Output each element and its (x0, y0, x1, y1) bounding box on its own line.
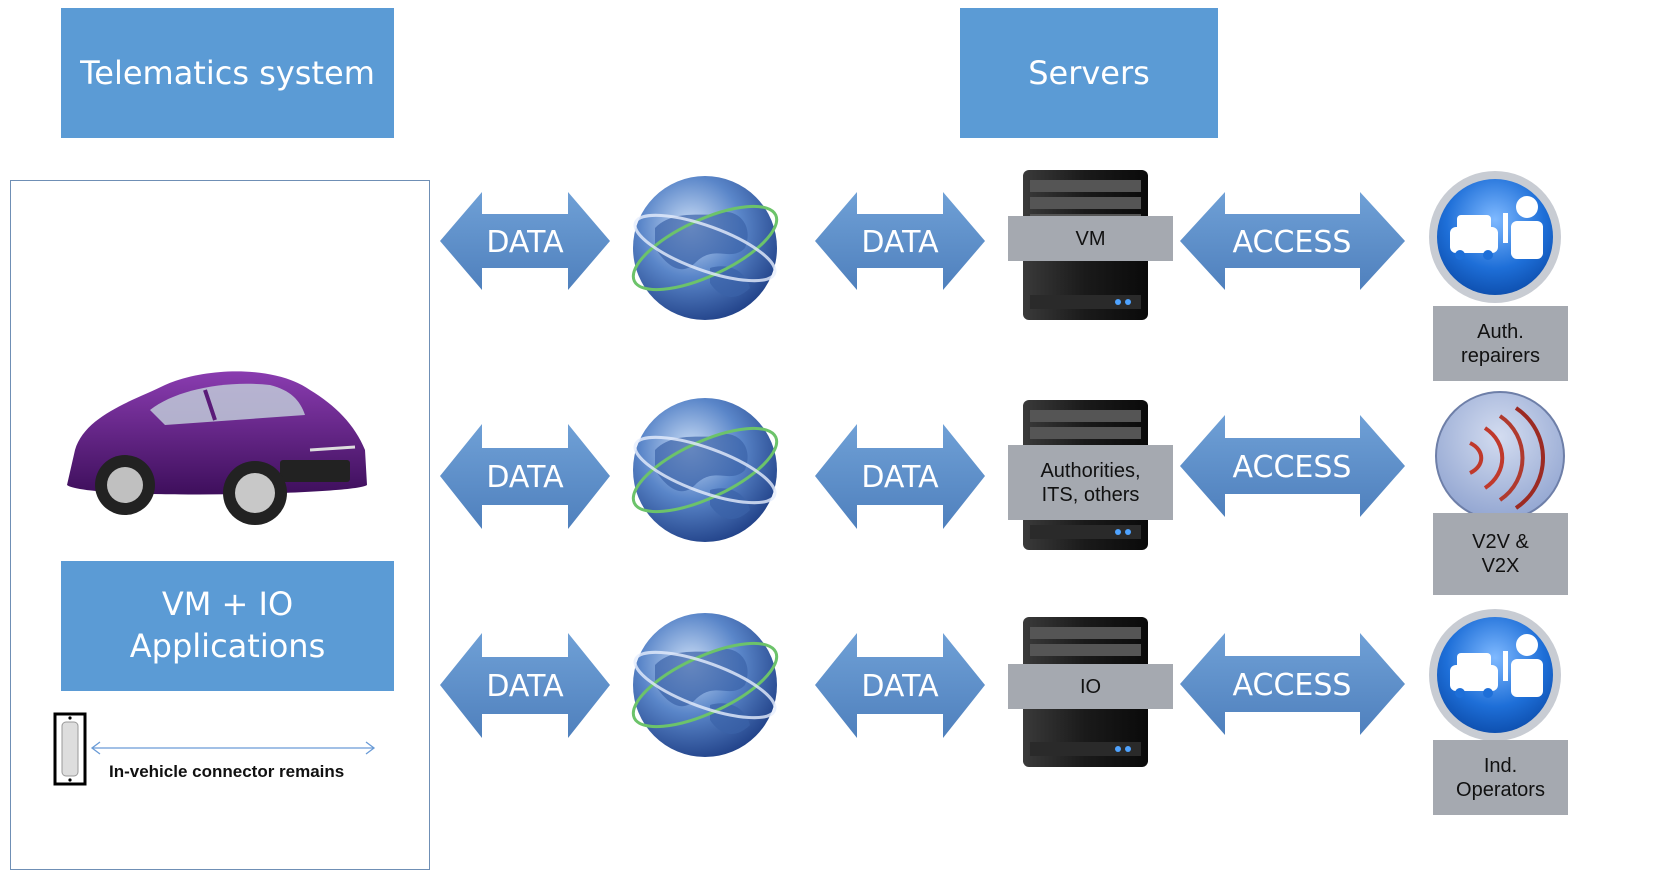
server-label-row2: Authorities, ITS, others (1008, 445, 1173, 520)
connector-icon (53, 712, 87, 786)
endpoint-line2-row3: Operators (1456, 778, 1545, 801)
data-label-left-row3: DATA (486, 669, 564, 704)
data-label-left-row2: DATA (486, 460, 564, 495)
data-label-right-row1: DATA (861, 225, 939, 260)
server-label-row1: VM (1008, 216, 1173, 261)
data-label-right-row2: DATA (861, 460, 939, 495)
applications-line1: VM + IO (161, 585, 294, 624)
data-arrow-right-row3: DATA (815, 633, 985, 738)
data-arrow-left-row1: DATA (440, 192, 610, 290)
endpoint-line2-row2: V2X (1481, 555, 1520, 577)
data-arrow-left-row2: DATA (440, 424, 610, 529)
endpoint-label-row1: Auth. repairers (1433, 306, 1568, 381)
servers-title: Servers (1028, 54, 1150, 92)
signal-waves-icon-row2 (1435, 391, 1565, 521)
server-label-row3: IO (1008, 664, 1173, 709)
car-image (67, 371, 367, 525)
connector-text: In-vehicle connector remains (109, 762, 345, 781)
endpoint-label-row3: Ind. Operators (1433, 740, 1568, 815)
server-label-line2-row2: ITS, others (1041, 483, 1140, 506)
access-arrow-row2: ACCESS (1180, 415, 1405, 517)
repairer-icon-row3 (1429, 609, 1561, 741)
endpoint-line1-row3: Ind. (1483, 754, 1518, 777)
server-label-text-row1: VM (1075, 227, 1106, 250)
connector-arrow (90, 741, 376, 755)
globe-icon-row2 (631, 398, 779, 542)
globe-icon-row3 (631, 613, 779, 757)
access-label-row3: ACCESS (1233, 668, 1352, 703)
endpoint-line1-row2: V2V & (1472, 531, 1529, 553)
access-arrow-row3: ACCESS (1180, 633, 1405, 735)
endpoint-line2-row1: repairers (1461, 344, 1540, 367)
telematics-system-header: Telematics system (61, 8, 394, 138)
access-label-row2: ACCESS (1233, 450, 1352, 485)
data-label-left-row1: DATA (486, 225, 564, 260)
telematics-system-title: Telematics system (80, 54, 375, 92)
access-label-row1: ACCESS (1233, 225, 1352, 260)
endpoint-label-row2: V2V & V2X (1433, 513, 1568, 595)
servers-header: Servers (960, 8, 1218, 138)
access-arrow-row1: ACCESS (1180, 192, 1405, 290)
data-label-right-row3: DATA (861, 669, 939, 704)
server-label-line1-row2: Authorities, (1040, 459, 1141, 482)
globe-icon-row1 (631, 176, 779, 320)
applications-box: VM + IO Applications (61, 561, 394, 691)
server-label-text-row3: IO (1079, 675, 1102, 698)
data-arrow-right-row2: DATA (815, 424, 985, 529)
data-arrow-right-row1: DATA (815, 192, 985, 290)
endpoint-line1-row1: Auth. (1477, 320, 1524, 343)
data-arrow-left-row3: DATA (440, 633, 610, 738)
applications-line2: Applications (129, 627, 326, 665)
repairer-icon-row1 (1429, 171, 1561, 303)
